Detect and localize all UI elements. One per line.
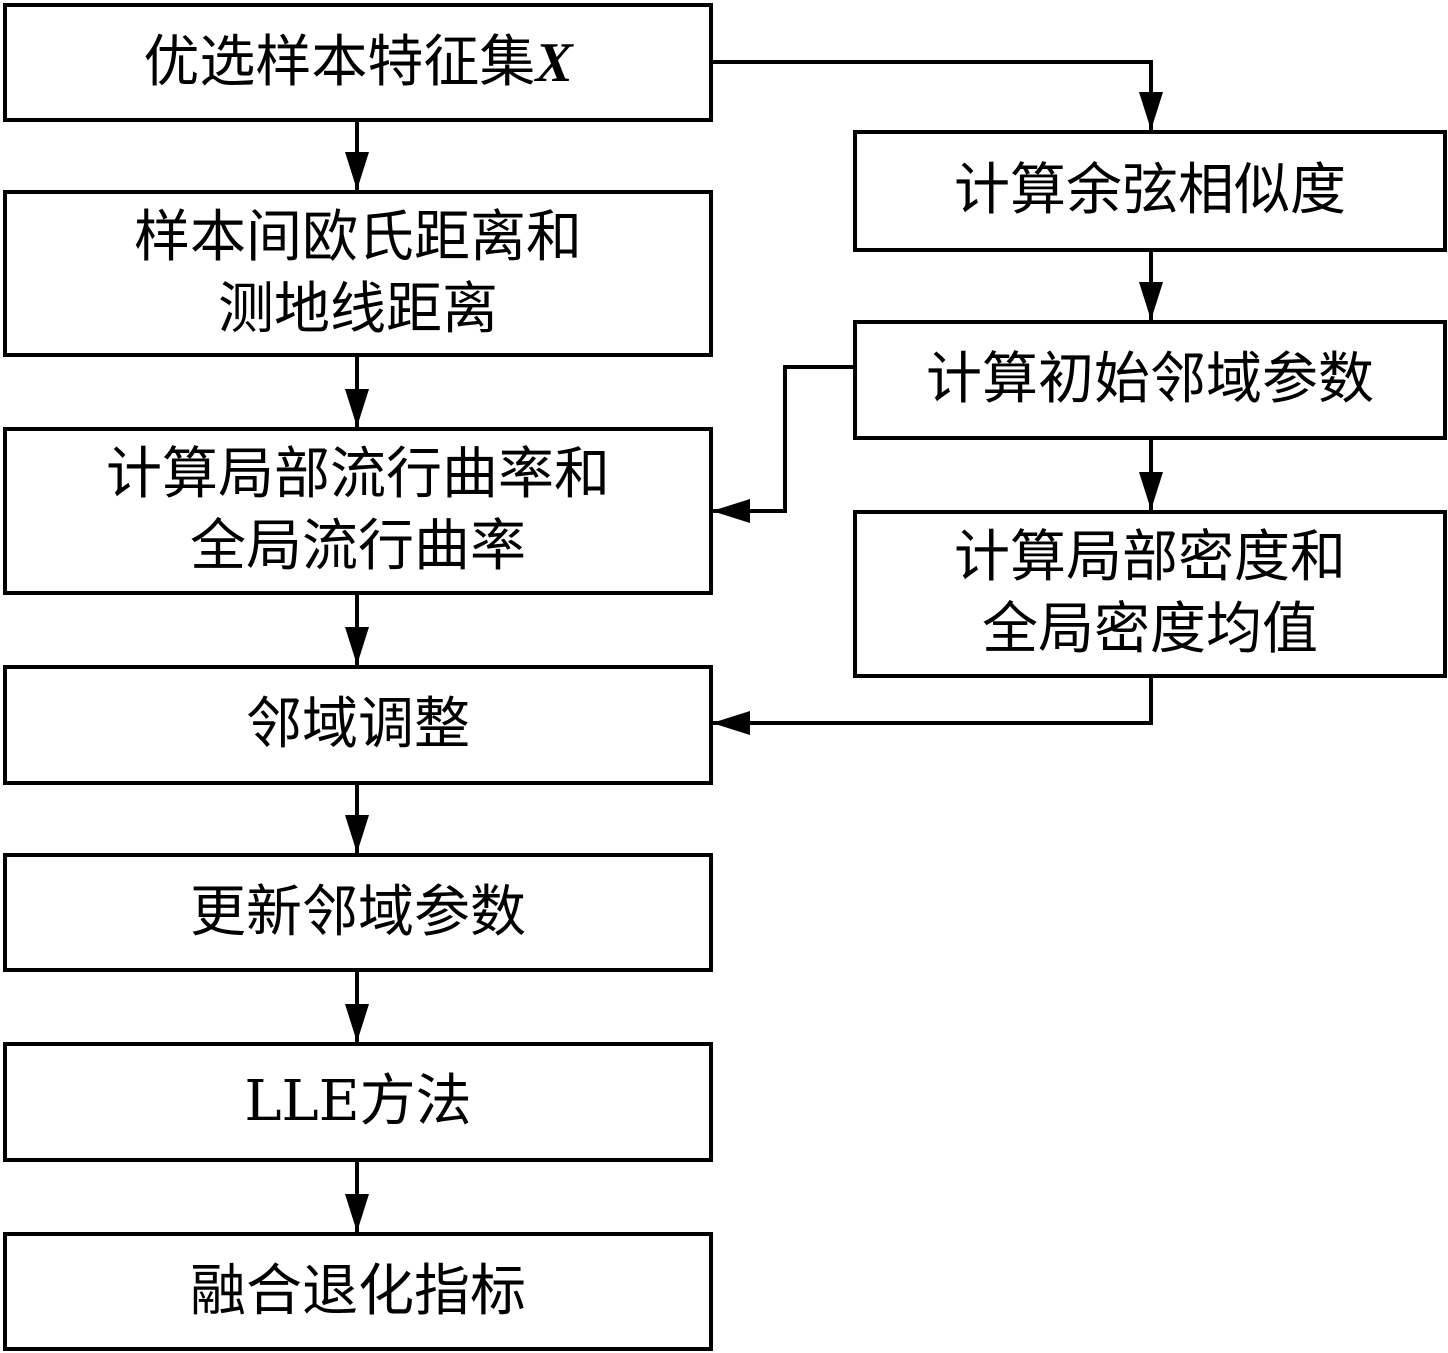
arrowhead	[345, 1194, 369, 1232]
node-label: 邻域调整	[246, 692, 470, 757]
arrowhead	[712, 711, 750, 735]
arrowhead	[345, 627, 369, 665]
node-label-line1: 计算局部密度和	[954, 525, 1346, 590]
arrowhead	[1139, 282, 1163, 320]
node-feature-set: 优选样本特征集X	[3, 3, 713, 122]
node-initial-params: 计算初始邻域参数	[853, 320, 1447, 440]
variable-x: X	[535, 31, 573, 94]
node-cosine-similarity: 计算余弦相似度	[853, 130, 1447, 252]
node-label-line2: 测地线距离	[218, 276, 498, 342]
arrowhead	[712, 499, 750, 523]
arrowhead	[1139, 472, 1163, 510]
edge-initial-curvature	[712, 365, 855, 513]
arrowhead	[345, 152, 369, 190]
node-distances: 样本间欧氏距离和 测地线距离	[3, 190, 713, 357]
node-neighborhood-adjust: 邻域调整	[3, 665, 713, 785]
node-label: 更新邻域参数	[190, 879, 526, 945]
node-label: 优选样本特征集	[143, 29, 536, 95]
node-label-line1: 计算局部流行曲率和	[106, 442, 610, 507]
arrowhead	[1139, 92, 1163, 130]
node-curvature: 计算局部流行曲率和 全局流行曲率	[3, 427, 713, 595]
node-label: 融合退化指标	[190, 1258, 526, 1324]
node-label: 计算余弦相似度	[954, 158, 1346, 223]
arrowhead	[345, 815, 369, 853]
node-label-line2: 全局流行曲率	[190, 514, 526, 579]
arrowhead	[345, 389, 369, 427]
node-lle: LLE方法	[3, 1042, 713, 1162]
node-label-line2: 全局密度均值	[982, 597, 1318, 662]
node-label: 计算初始邻域参数	[926, 347, 1374, 412]
node-label-line1: 样本间欧氏距离和	[134, 204, 582, 270]
node-density: 计算局部密度和 全局密度均值	[853, 510, 1447, 678]
node-update-params: 更新邻域参数	[3, 853, 713, 972]
edge-feature-cosine	[712, 60, 1153, 130]
node-label: LLE方法	[244, 1069, 472, 1134]
edge-density-adjust	[712, 676, 1153, 725]
arrowhead	[345, 1004, 369, 1042]
node-fusion-index: 融合退化指标	[3, 1232, 713, 1351]
